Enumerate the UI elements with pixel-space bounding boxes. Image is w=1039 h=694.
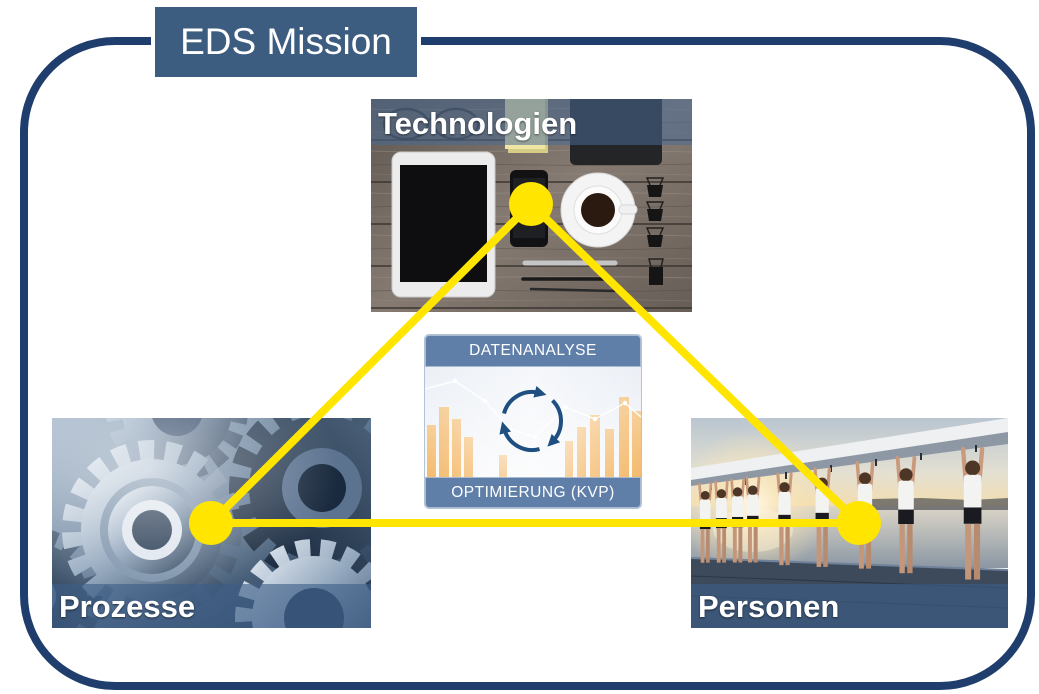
smartphone	[510, 170, 548, 247]
optimierung-footer: OPTIMIERUNG (KVP)	[425, 477, 641, 508]
label-technologien: Technologien	[371, 99, 692, 145]
datenanalyse-box: DATENANALYSE	[425, 335, 641, 508]
rounded-frame	[20, 37, 1035, 690]
tablet	[391, 151, 496, 298]
prozesse-photo: Prozesse	[52, 418, 371, 628]
personen-photo: Personen	[691, 418, 1008, 628]
technologien-photo: Technologien	[371, 99, 692, 312]
datenanalyse-header: DATENANALYSE	[425, 335, 641, 367]
label-personen: Personen	[691, 584, 1008, 628]
label-prozesse: Prozesse	[52, 584, 371, 628]
title-tab: EDS Mission	[155, 7, 417, 77]
analysis-graphic	[425, 367, 641, 477]
